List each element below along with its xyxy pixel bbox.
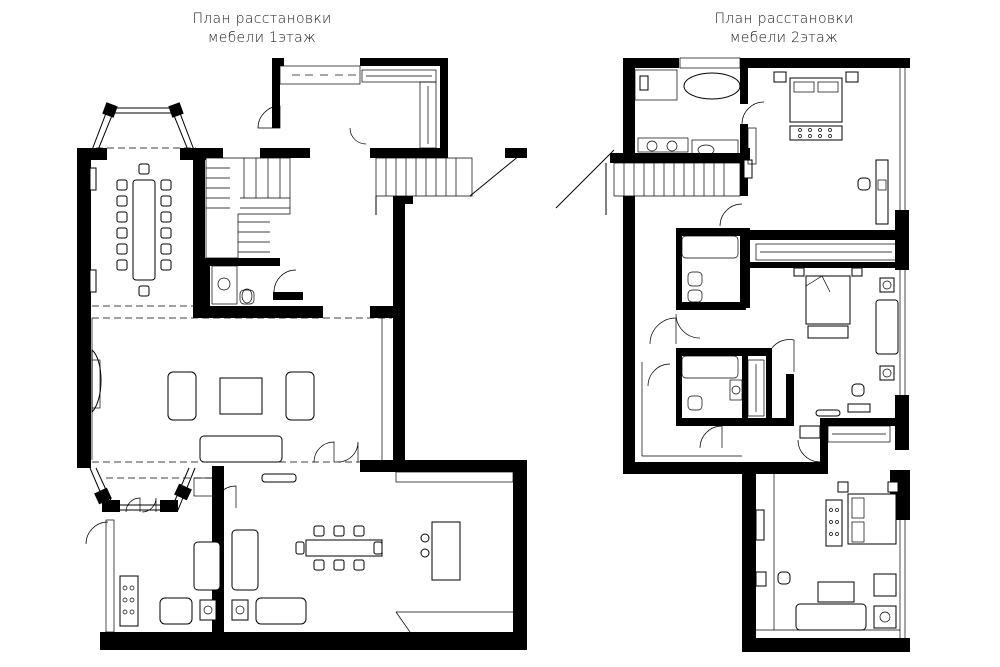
floor-2-title: План расстановки мебели 2этаж [674,10,894,48]
floor-2-title-line-2: мебели 2этаж [729,30,839,46]
floor-1-title: План расстановки мебели 1этаж [152,10,372,48]
floor-2-wardrobe [755,243,897,261]
floor-2-master-bath [634,69,741,156]
floor-2-bedroom-3 [755,425,899,631]
floor-2-title-line-1: План расстановки [714,11,854,27]
floor-2-plan [555,57,910,652]
floor-1-lounge [119,477,307,627]
floor-2-bedroom-2 [793,267,899,417]
floor-2-walls [610,58,910,652]
floor-1-living-room [91,348,315,463]
floor-1-wc [211,265,255,305]
floor-1-lower-bay [89,467,196,512]
floor-2-bedroom-1 [743,71,889,225]
floor-1-plan [77,58,527,650]
floor-1-staircase [205,154,521,259]
floor-1-bay-window [91,102,195,151]
floor-2-staircase [555,149,741,215]
floor-1-dining-table-upper [89,163,172,297]
floor-1-wardrobe [361,69,437,149]
floor-1-title-line-2: мебели 1этаж [207,30,317,46]
floor-1-doors [85,105,367,545]
floor-1-title-line-1: План расстановки [192,11,332,27]
floor-2-bath-2 [681,235,765,417]
floor-1-kitchen [261,473,461,581]
floor-2-doors [647,101,821,463]
floor-1-walls [77,58,527,650]
